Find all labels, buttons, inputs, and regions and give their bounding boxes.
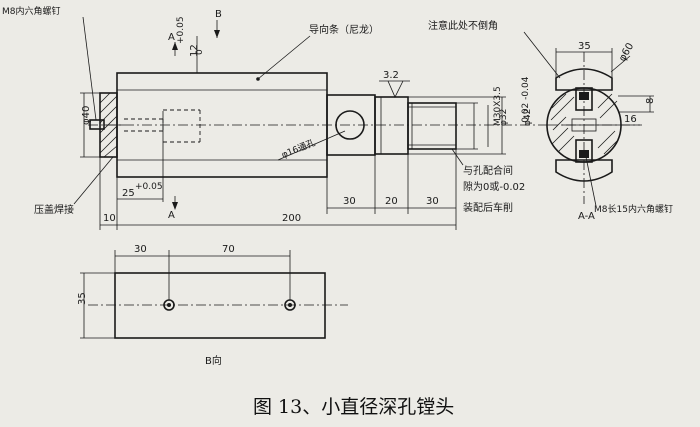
dim-phi32-tol: -0.02 -0.04 [521,76,531,126]
view-b-label: B向 [205,354,222,367]
view-b-arrow-label: B [215,9,222,20]
section-top-screw [579,92,589,100]
guide-strip-leader [257,35,311,80]
section-center-slot [571,118,597,132]
dim-m30: M30X3.5 [493,86,503,126]
dim-25: 25 [122,188,135,199]
section-top-bore [575,87,593,111]
dim-30a: 30 [343,196,356,207]
figure-caption: 图 13、小直径深孔镗头 [253,396,454,418]
view-b-arrowhead [214,30,220,38]
fit-note-1: 与孔配合间 [463,164,513,177]
dim-16: 16 [624,114,637,125]
dim-8: 8 [645,98,656,104]
hidden-bore [163,109,201,143]
view-b-dim-35: 35 [77,292,88,305]
m8-long-screw-label: M8长15内六角螺钉 [594,203,673,215]
view-b-dim-70: 70 [222,244,235,255]
section-bottom-screw [579,150,589,158]
dim-phi42: φ42 [523,109,533,126]
section-bottom-strip [555,159,613,182]
m8-screw-leader [82,16,97,121]
dim-120-tol-lower: 0 [195,49,205,55]
dim-25-tol: +0.05 [135,182,163,192]
guide-strip-label: 导向条（尼龙） [309,23,379,36]
phi60-leader [610,55,631,73]
dim-200: 200 [282,213,301,224]
weld-cover-label: 压盖焊接 [34,203,74,216]
dim-phi60: φ60 [617,41,636,63]
thread-shank [407,102,457,150]
dim-20: 20 [385,196,398,207]
note-no-chamfer: 注意此处不倒角 [428,19,498,32]
fit-note-2: 隙为0或-0.02 [463,180,525,193]
cover-screw [89,119,105,130]
view-b-body [114,272,326,339]
surface-finish-symbol [387,80,404,98]
dim-35: 35 [578,41,591,52]
collar [374,96,409,155]
section-a-bottom: A [168,210,175,221]
dim-phi40: φ40 [81,106,92,125]
through-hole-phi16 [335,110,365,140]
section-a-top: A [168,32,175,43]
dim-phi32: φ32 [499,109,509,126]
dim-phi16-through: φ16通孔 [280,137,317,160]
dim-120: 12 [189,44,200,57]
section-top-strip [555,68,613,91]
dim-10: 10 [103,213,116,224]
fit-note-leader [451,148,464,166]
section-hatch [550,93,618,155]
dim-120-tol-upper: +0.05 [176,16,186,44]
section-bottom-bore [575,139,593,163]
phi16-leader [277,130,346,161]
view-b-dim-30: 30 [134,244,147,255]
m8-long-screw-leader [585,156,597,207]
dim-3-2: 3.2 [383,70,399,81]
dim-30b: 30 [426,196,439,207]
weld-cover-leader [73,156,114,205]
note-no-chamfer-leader [523,31,561,79]
fit-note-3: 装配后车削 [463,201,513,214]
section-label: A-A [578,211,595,222]
m8-hex-screw-label: M8内六角螺钉 [2,5,61,17]
